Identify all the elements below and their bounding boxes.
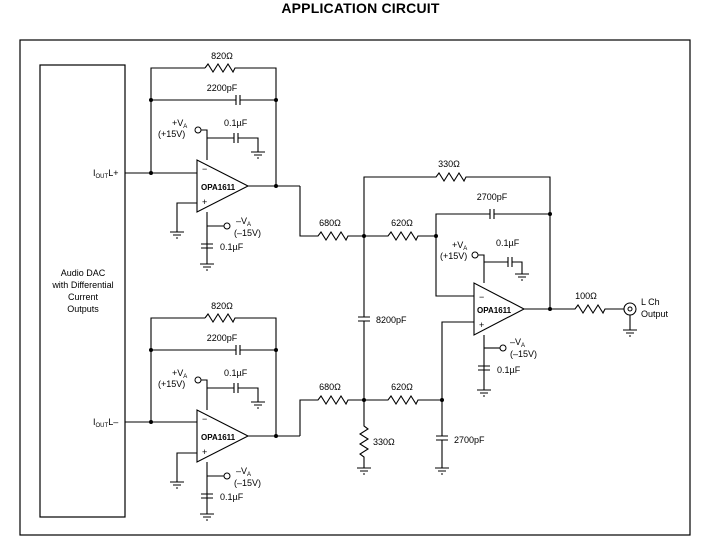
vpos-top-value: (+15V) <box>158 129 185 139</box>
output-label-line-2: Output <box>641 309 669 319</box>
dac-label-line-2: with Differential <box>51 280 113 290</box>
c-fb-top-label: 2200pF <box>207 83 238 93</box>
iout-neg-label: IOUTL– <box>93 417 118 429</box>
vneg-bottom-value: (–15V) <box>234 478 261 488</box>
bypass-bottom-pos-label: 0.1µF <box>224 368 248 378</box>
svg-text:−: − <box>202 164 207 174</box>
bypass-output-pos-label: 0.1µF <box>496 238 520 248</box>
c-fb-bottom-label: 2200pF <box>207 333 238 343</box>
svg-text:−: − <box>479 292 484 302</box>
c-gnd-label: 2700pF <box>454 435 485 445</box>
r-series-bottom-label: 620Ω <box>391 382 413 392</box>
dac-label-line-4: Outputs <box>67 304 99 314</box>
dac-label-line-1: Audio DAC <box>61 268 106 278</box>
vneg-top-value: (–15V) <box>234 228 261 238</box>
vneg-output-value: (–15V) <box>510 349 537 359</box>
opamp-top-label: OPA1611 <box>201 183 236 192</box>
diagram-border <box>19 39 691 536</box>
r-fb-bottom-label: 820Ω <box>211 301 233 311</box>
iout-pos-label: IOUTL+ <box>93 168 118 180</box>
vneg-top-label: –VA <box>236 216 251 228</box>
r-series-top-label: 620Ω <box>391 218 413 228</box>
vpos-output-label: +VA <box>452 240 467 252</box>
svg-text:+: + <box>202 197 207 207</box>
svg-text:+: + <box>202 447 207 457</box>
r-fb2-label: 330Ω <box>438 159 460 169</box>
top-transimpedance-stage: 820Ω 2200pF OPA1611 − + +VA (+15V) 0.1µF… <box>125 51 300 271</box>
r-out-label: 100Ω <box>575 291 597 301</box>
dac-label-line-3: Current <box>68 292 99 302</box>
r-in-top-label: 680Ω <box>319 218 341 228</box>
bypass-top-neg-label: 0.1µF <box>220 242 244 252</box>
difference-filter-stage: 680Ω 620Ω 330Ω 2700pF 8200pF 680Ω 620Ω 3… <box>299 159 669 475</box>
c-diff-label: 8200pF <box>376 315 407 325</box>
opamp-bottom-label: OPA1611 <box>201 433 236 442</box>
vneg-output-label: –VA <box>510 337 525 349</box>
r-fb-top-label: 820Ω <box>211 51 233 61</box>
opamp-output-label: OPA1611 <box>477 306 512 315</box>
bypass-output-neg-label: 0.1µF <box>497 365 521 375</box>
vpos-top-label: +VA <box>172 118 187 130</box>
r-gnd-label: 330Ω <box>373 437 395 447</box>
svg-text:−: − <box>202 414 207 424</box>
bottom-transimpedance-stage: 820Ω 2200pF OPA1611 − + +VA (+15V) 0.1µF… <box>125 301 300 521</box>
svg-text:+: + <box>479 320 484 330</box>
page-title: APPLICATION CIRCUIT <box>281 0 440 16</box>
vpos-output-value: (+15V) <box>440 251 467 261</box>
vpos-bottom-label: +VA <box>172 368 187 380</box>
r-in-bottom-label: 680Ω <box>319 382 341 392</box>
audio-dac-block: Audio DAC with Differential Current Outp… <box>39 64 126 518</box>
bypass-top-pos-label: 0.1µF <box>224 118 248 128</box>
vpos-bottom-value: (+15V) <box>158 379 185 389</box>
bypass-bottom-neg-label: 0.1µF <box>220 492 244 502</box>
vneg-bottom-label: –VA <box>236 466 251 478</box>
output-label-line-1: L Ch <box>641 297 660 307</box>
c-fb2-label: 2700pF <box>477 192 508 202</box>
